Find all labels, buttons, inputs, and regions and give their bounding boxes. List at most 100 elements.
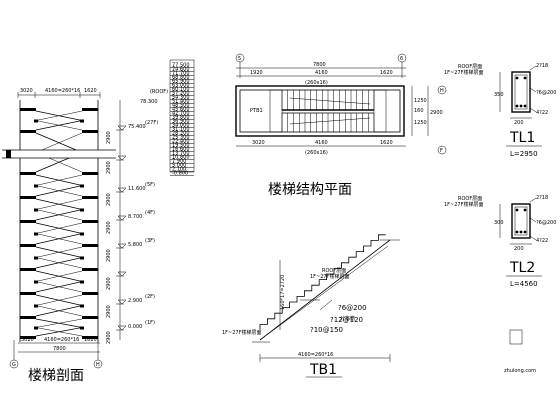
elevation-table-cell: 16.600 [172, 147, 190, 153]
elevation-table-cell: 42.700 [172, 111, 190, 117]
elevation-marker [117, 155, 127, 161]
tl1-floor-range: 1F~27F楼梯层面 [444, 69, 484, 76]
tl1-height: 350 [494, 92, 504, 98]
stair-section: 3020 4160=260*16 1620 3020 4160=260*16 1… [0, 59, 195, 384]
axis-h-label: H [96, 362, 100, 368]
floor-slab-right [82, 196, 98, 199]
floor-slab-right [82, 220, 98, 223]
stair-flight-hidden [35, 294, 83, 306]
section-dim-top-2: 4160=260*16 [45, 88, 80, 94]
plan-dim-top-2: 4160 [315, 70, 328, 76]
elevation-marker [117, 243, 127, 249]
landing-beam [80, 184, 84, 188]
section-dim-bot-1: 3020 [21, 337, 34, 343]
plan-run-label-bottom: (260x16) [305, 150, 328, 156]
tl2-stirrups: ?6@200 [536, 220, 556, 226]
stair-flight-hidden [35, 318, 83, 328]
stair-flight-hidden [35, 281, 83, 293]
plan-axis-bottom: 6 [400, 56, 403, 62]
elevation-table-cell: 77.500 [172, 63, 190, 69]
elevation-table-cell: -0.800 [172, 171, 188, 177]
stair-flight-hidden [35, 246, 83, 258]
plan-axis-right-bottom: F [440, 148, 443, 154]
stair-flight-hidden [35, 110, 83, 121]
stair-flight-hidden [35, 174, 83, 186]
stair-flight-hidden [35, 270, 83, 282]
floor-slab-left [20, 108, 36, 111]
landing-beam [34, 119, 38, 123]
landing-beam [80, 280, 84, 284]
stair-flight-hidden [35, 327, 83, 337]
storey-height: 2900 [106, 193, 112, 206]
plan-axis-top: 5 [238, 56, 241, 62]
level-tag: (1F) [145, 320, 155, 326]
plan-axis-right-top: H [440, 88, 444, 94]
elevation-table-cell: 60.100 [172, 87, 190, 93]
elevation-table-cell: 25.300 [172, 135, 190, 141]
stair-flight-hidden [35, 233, 83, 245]
elevation-table-cell: 28.200 [172, 131, 190, 137]
watermark-text: zhulong.com [504, 368, 536, 374]
elevation-table-cell: 54.300 [172, 95, 190, 101]
elevation-table-cell: 22.400 [172, 139, 190, 145]
elevation-table-cell: 71.700 [172, 71, 190, 77]
elevation-table-cell: 57.200 [172, 91, 190, 97]
level-elev: 0.000 [128, 324, 142, 330]
landing-beam [34, 184, 38, 188]
landing-beam [34, 326, 38, 330]
elevation-marker [117, 187, 127, 193]
plan-run-label-top: (260x16) [305, 80, 328, 86]
storey-height: 2900 [106, 249, 112, 262]
stair-plan: 5 6 7800 1920 4160 1620 (260x16) PTB1 12… [235, 53, 447, 198]
roof-label: (ROOF) [150, 89, 168, 95]
elevation-table-cell: 65.900 [172, 79, 190, 85]
plan-dim-top-3: 1620 [380, 70, 393, 76]
level-tag: (2F) [145, 294, 155, 300]
tl1-span: L=2950 [510, 150, 538, 158]
landing-beam [34, 208, 38, 212]
tl1-bottom-bars: 4?22 [536, 110, 548, 116]
landing-beam [34, 304, 38, 308]
tl1-stirrups: ?6@200 [536, 90, 556, 96]
elevation-marker [117, 271, 127, 277]
section-dim-top-1: 3020 [20, 88, 33, 94]
tl2-name: TL2 [509, 260, 535, 276]
elevation-table-cell: 2.100 [172, 167, 186, 173]
section-dim-total: 7800 [53, 346, 66, 352]
tl1-width: 200 [514, 120, 524, 126]
tl2-top-bars: 2?18 [536, 195, 548, 201]
elevation-marker [117, 215, 127, 221]
plan-side-2: 160 [414, 108, 424, 114]
tb1-height-label: 160*17=2720 [280, 275, 286, 310]
floor-slab-left [20, 172, 36, 175]
landing-beam [80, 304, 84, 308]
tb1-range-bottom: 1F~27F楼梯层面 [222, 329, 262, 336]
floor-slab-right [82, 172, 98, 175]
tb1-stair-profile [259, 234, 386, 330]
tb1-detail: ROOF层面 1F~27F楼梯层面 160*17=2720 1F~27F楼梯层面… [222, 234, 400, 378]
plan-dim-bot-1: 3020 [252, 140, 265, 146]
level-tag: (27F) [145, 120, 158, 126]
tl2-height: 300 [494, 220, 504, 226]
tl1-name: TL1 [509, 130, 535, 146]
elevation-marker [117, 299, 127, 305]
tb1-range-top: 1F~27F楼梯层面 [310, 273, 350, 280]
stair-flight-hidden [35, 209, 83, 221]
level-elev: 8.700 [128, 214, 142, 220]
storey-height: 2900 [106, 277, 112, 290]
elevation-table-cell: 63.000 [172, 83, 190, 89]
storey-height: 2900 [106, 331, 112, 344]
landing-beam [80, 326, 84, 330]
elevation-table-cell: 34.000 [172, 123, 190, 129]
landing-beam [34, 232, 38, 236]
plan-note: PTB1 [250, 108, 263, 114]
section-dim-bot-3: 1620 [84, 337, 97, 343]
floor-slab-left [20, 336, 36, 339]
plan-dim-bot-3: 1620 [380, 140, 393, 146]
tl2-bottom-bars: 4?22 [536, 238, 548, 244]
landing-beam [80, 208, 84, 212]
elevation-marker [117, 325, 127, 331]
plan-dim-top-1: 1920 [250, 70, 263, 76]
level-tag: (4F) [145, 210, 155, 216]
